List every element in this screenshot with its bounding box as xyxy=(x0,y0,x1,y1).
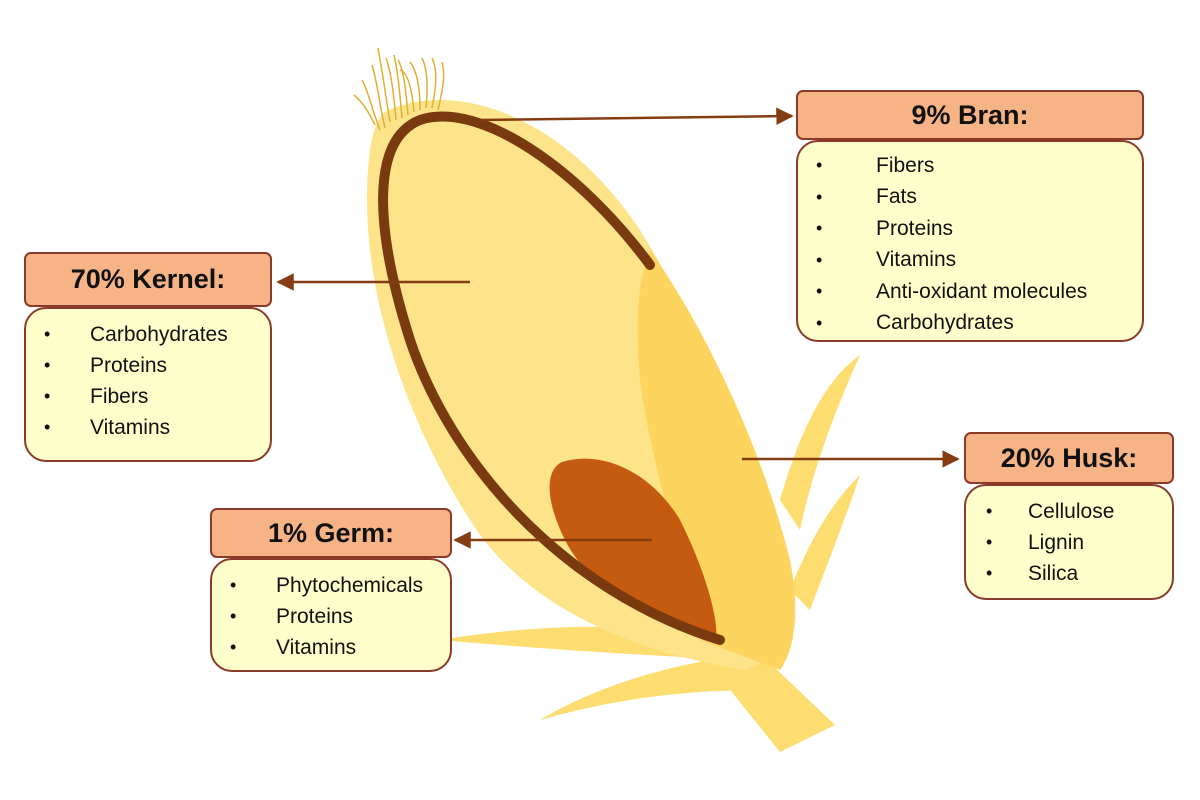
bran-title: 9% Bran: xyxy=(796,90,1144,140)
list-item: •Vitamins xyxy=(44,415,171,439)
kernel-box: •Carbohydrates •Proteins •Fibers •Vitami… xyxy=(24,252,272,462)
leaf-right-2 xyxy=(790,475,860,610)
list-item: •Proteins xyxy=(230,604,354,628)
kernel-title: 70% Kernel: xyxy=(24,252,272,307)
list-item: •Vitamins xyxy=(230,635,357,659)
list-item: •Fibers xyxy=(44,384,149,408)
list-item: •Proteins xyxy=(816,216,954,240)
germ-title: 1% Germ: xyxy=(210,508,452,558)
silk-threads xyxy=(353,47,445,131)
list-item: •Anti-oxidant molecules xyxy=(816,279,1088,303)
leaf-right-1 xyxy=(780,355,860,530)
leaf-left-bottom xyxy=(540,655,760,720)
inner-husk xyxy=(637,250,796,670)
kernel-list: •Carbohydrates •Proteins •Fibers •Vitami… xyxy=(24,307,272,462)
husk-box: •Cellulose •Lignin •Silica 20% Husk: xyxy=(964,432,1174,600)
germ-box: •Phytochemicals •Proteins •Vitamins 1% G… xyxy=(210,508,452,672)
husk-title: 20% Husk: xyxy=(964,432,1174,484)
list-item: •Fibers xyxy=(816,153,935,177)
list-item: •Carbohydrates xyxy=(816,311,1014,335)
arrow-bran xyxy=(479,107,794,125)
germ-shape xyxy=(549,458,717,640)
list-item: •Lignin xyxy=(986,530,1085,554)
bran-layer xyxy=(378,111,725,645)
list-item: •Carbohydrates xyxy=(44,322,228,346)
list-item: •Vitamins xyxy=(816,248,957,272)
list-item: •Proteins xyxy=(44,353,168,377)
list-item: •Cellulose xyxy=(986,499,1115,523)
list-item: •Silica xyxy=(986,561,1079,585)
husk-list: •Cellulose •Lignin •Silica xyxy=(964,484,1174,600)
bran-list: •Fibers •Fats •Proteins •Vitamins •Anti-… xyxy=(796,140,1144,342)
list-item: •Phytochemicals xyxy=(230,573,424,597)
germ-list: •Phytochemicals •Proteins •Vitamins xyxy=(210,558,452,672)
list-item: •Fats xyxy=(816,185,917,209)
bran-box: •Fibers •Fats •Proteins •Vitamins •Anti-… xyxy=(796,90,1144,342)
